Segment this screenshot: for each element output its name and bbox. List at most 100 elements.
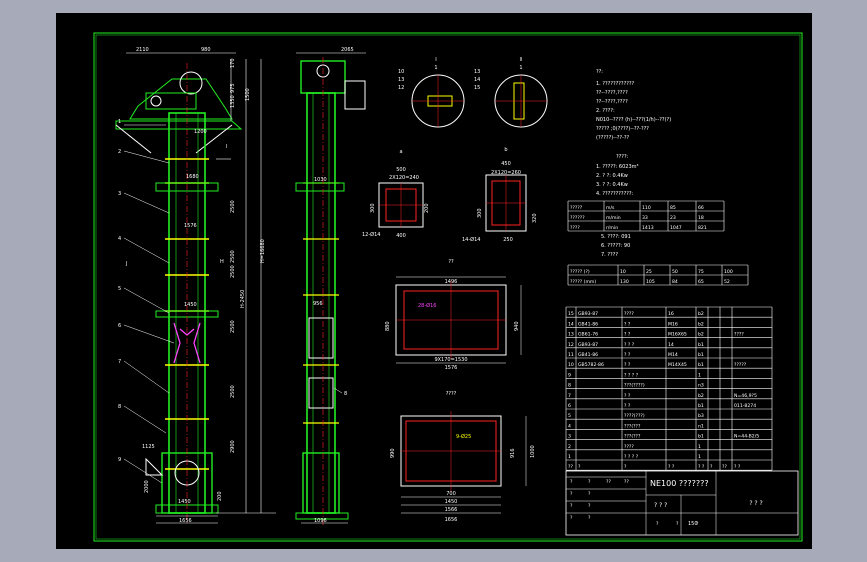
section-mark: J [125, 261, 127, 267]
bom-cell: b2 [698, 311, 704, 317]
bom-cell: M14 [668, 352, 678, 358]
balloon-label: 8 [344, 391, 347, 397]
dim-label: 1450 [445, 499, 458, 505]
title-block-cell: ? [656, 521, 659, 527]
speed-table-cell: 110 [642, 205, 651, 211]
dim-label: 1350 [230, 95, 236, 108]
bom-cell: ???(????) [624, 383, 645, 389]
bom-cell: 3 [568, 434, 571, 440]
section-views [378, 174, 527, 232]
title-block-frame [565, 470, 799, 536]
front-view [115, 52, 276, 524]
dim-label: 1000 [530, 445, 536, 458]
bom-cell: ?? [568, 464, 573, 470]
title-block-cell: ? [676, 521, 679, 527]
bom-cell: 14 [668, 342, 674, 348]
title-block-cell: ? [588, 515, 591, 521]
dim-label: 940 [514, 321, 520, 331]
bom-cell: b3 [698, 413, 704, 419]
size-table-cell: 25 [646, 269, 652, 275]
dim-label: 990 [390, 448, 396, 458]
title-block-cell: ? [570, 515, 573, 521]
speed-table-cell: 23 [670, 215, 676, 221]
dim-label: 1656 [179, 518, 192, 524]
detail-title: II [520, 57, 523, 63]
note-line: N010--???? (h)--???(1/h)--??(?) [596, 117, 671, 123]
balloon-label: 3 [118, 191, 121, 197]
bom-cell: GB41-86 [578, 321, 598, 327]
speed-table-cell: 1047 [670, 225, 682, 231]
bom-cell: 1 [568, 454, 571, 460]
dim-label: 1576 [184, 223, 197, 229]
dim-label: 28-Ø16 [418, 302, 436, 309]
dim-label: 956 [313, 301, 323, 307]
dim-label: 1030 [314, 177, 327, 183]
bom-cell: GB61-76 [578, 332, 598, 338]
param-line: 5. ????: 091 [601, 234, 631, 240]
bom-cell: ? ? [734, 464, 741, 470]
bom-cell: 2 [568, 444, 571, 450]
size-table-cell: 65 [698, 279, 704, 285]
note-line: 1. ???????????? [596, 81, 635, 87]
section-mark: I [226, 144, 227, 150]
drawing-title: NE100 ??????? [650, 479, 709, 488]
bom-cell: 12 [568, 342, 574, 348]
dim-label: 9-Ø25 [456, 433, 471, 440]
bom-cell: ????? [734, 362, 747, 368]
bom-cell: ? [624, 464, 627, 470]
title-block-cell: ? [696, 521, 699, 527]
size-table-cell: 52 [724, 279, 730, 285]
dim-label: 1680 [186, 174, 199, 180]
note-line: ????? ;0(????)--??-??? [596, 126, 649, 132]
title-block: NE100 ???????? ? ?? ? ?150??????????????… [565, 470, 799, 536]
speed-table-cell: m/min [606, 215, 621, 221]
size-table-cell: ????? (mm) [570, 279, 596, 285]
title-block-cell: ? [570, 503, 573, 509]
bom-cell: b1 [698, 362, 704, 368]
drawing-subtitle: ? ? ? [654, 502, 667, 509]
size-table-cell: 100 [724, 269, 733, 275]
balloon-label: 6 [118, 323, 121, 329]
bom-cell: ???(??? [624, 423, 641, 429]
bom-cell: 14 [568, 321, 574, 327]
bom-cell: 9 [568, 372, 571, 378]
size-table-cell: 10 [620, 269, 626, 275]
bom-cell: GB93-87 [578, 311, 598, 317]
bom-cell: 15 [568, 311, 574, 317]
dim-label: 1576 [445, 365, 458, 371]
dim-label: 320 [532, 213, 538, 223]
dim-label: 400 [396, 233, 406, 239]
dim-label: H=16680 [260, 239, 266, 263]
bom-cell: ?? [722, 464, 727, 470]
dim-label: 1496 [445, 279, 458, 285]
bom-cell: b2 [698, 332, 704, 338]
dim-label: 1450 [184, 302, 197, 308]
dim-label: 1500 [245, 88, 251, 101]
speed-table-cell: 18 [698, 215, 704, 221]
dim-label: 2500 [230, 385, 236, 398]
size-table-cell: 130 [620, 279, 629, 285]
note-line: (?????)--??-?? [596, 135, 630, 141]
param-line: 6. ?????: 90 [601, 243, 630, 249]
bom-cell: 6 [568, 403, 571, 409]
params-heading: ????: [616, 154, 629, 160]
detail-scale: 1 [519, 65, 522, 71]
note-line: 2. ????: [596, 108, 615, 114]
speed-table-cell: 66 [698, 205, 704, 211]
dim-label: 450 [501, 161, 511, 167]
bom-cell: 5 [568, 413, 571, 419]
bom-cell: 8 [568, 383, 571, 389]
balloon-label: 13 [474, 69, 480, 75]
technical-notes: ??:1. ???????????? ??--????,???? ??--???… [596, 69, 671, 258]
dim-label: 14-Ø14 [462, 236, 480, 243]
bom-cell: ???? [624, 444, 634, 450]
dim-label: 700 [446, 491, 456, 497]
title-block-cell: ? [588, 491, 591, 497]
plan-views [395, 276, 527, 514]
dim-label: 300 [370, 203, 376, 213]
